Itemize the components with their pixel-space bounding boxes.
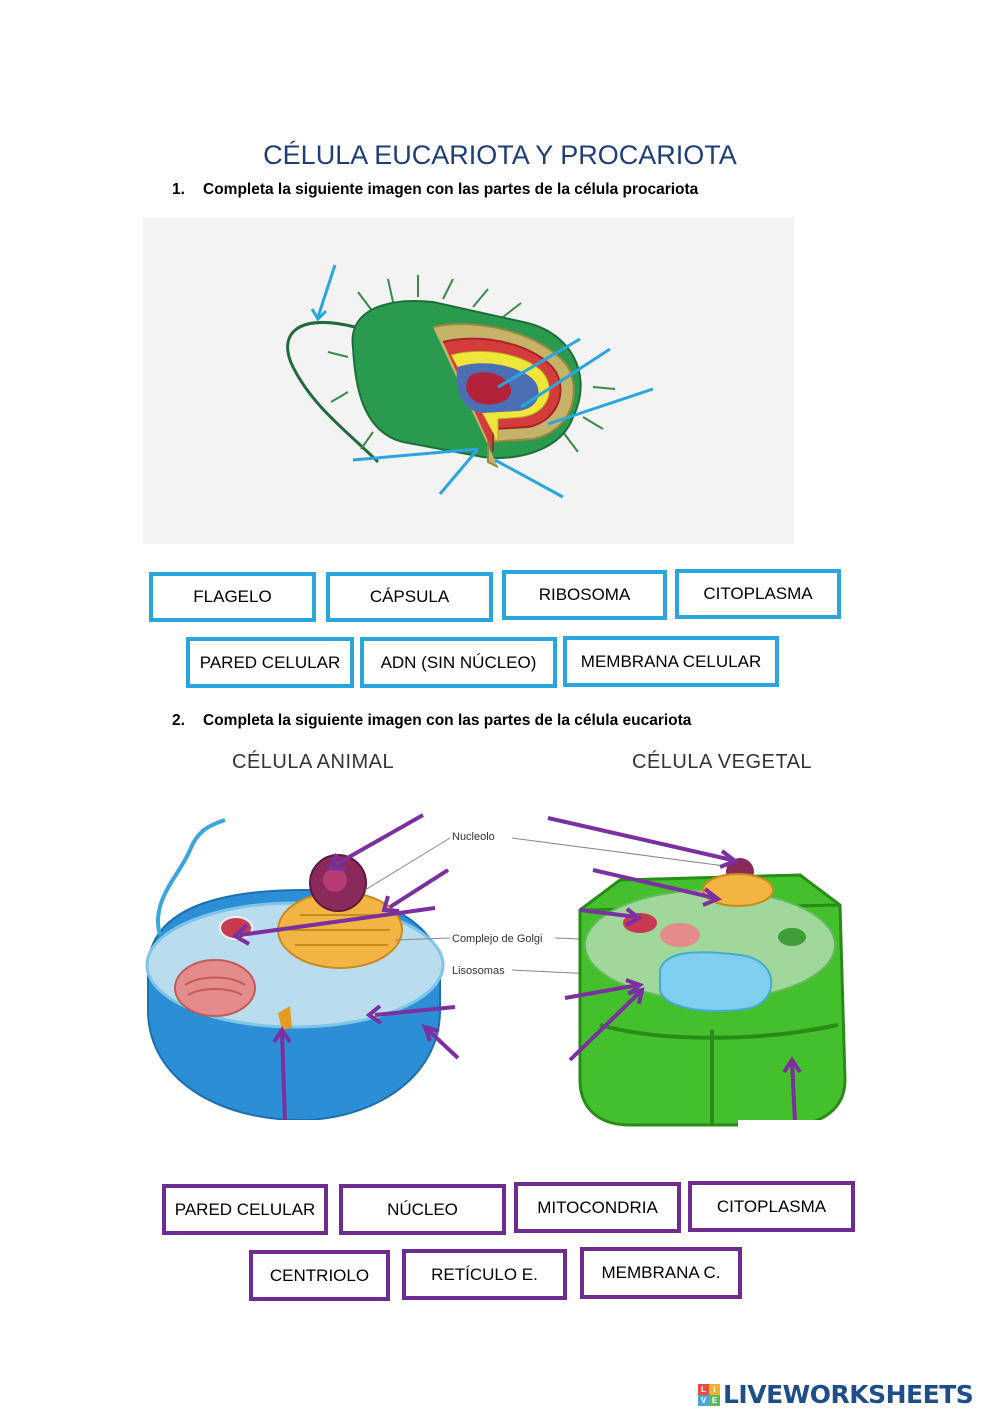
page-title: CÉLULA EUCARIOTA Y PROCARIOTA xyxy=(263,140,737,170)
question-2-number: 2. xyxy=(172,712,185,729)
question-2-text: Completa la siguiente imagen con las par… xyxy=(203,712,692,729)
pointer-lines xyxy=(310,264,654,499)
animal-cell xyxy=(145,813,460,1150)
flagellum xyxy=(286,321,380,464)
answer-box-citoplasma-2[interactable]: CITOPLASMA xyxy=(688,1181,855,1232)
diagram-labels: Nucleolo Complejo de Golgi Lisosomas xyxy=(364,831,741,978)
question-1-number: 1. xyxy=(172,181,185,198)
label-lisosomas: Lisosomas xyxy=(452,965,505,977)
prokaryote-image xyxy=(143,217,794,544)
answer-box-capsula[interactable]: CÁPSULA xyxy=(326,572,493,622)
plant-cell-title: CÉLULA VEGETAL xyxy=(632,751,813,773)
liveworksheets-brand: LIVEWORKSHEETS xyxy=(723,1380,974,1409)
answer-box-mitocondria[interactable]: MITOCONDRIA xyxy=(514,1182,681,1233)
eukaryote-diagram: Nucleolo Complejo de Golgi Lisosomas xyxy=(145,813,852,1150)
answer-box-reticulo[interactable]: RETÍCULO E. xyxy=(402,1249,567,1300)
answer-box-flagelo[interactable]: FLAGELO xyxy=(149,572,316,622)
question-2: 2. Completa la siguiente imagen con las p… xyxy=(172,712,691,730)
question-1-text: Completa la siguiente imagen con las par… xyxy=(203,181,699,198)
bacteria-diagram xyxy=(286,264,654,499)
answer-box-pared-celular[interactable]: PARED CELULAR xyxy=(186,637,354,688)
answer-box-membrana-celular[interactable]: MEMBRANA CELULAR xyxy=(563,636,779,687)
animal-cell-title: CÉLULA ANIMAL xyxy=(232,751,395,773)
plant-cell xyxy=(547,816,852,1150)
question-1: 1. Completa la siguiente imagen con las p… xyxy=(172,181,698,199)
answer-box-adn[interactable]: ADN (SIN NÚCLEO) xyxy=(360,637,557,688)
answer-box-ribosoma[interactable]: RIBOSOMA xyxy=(502,570,667,620)
answer-box-centriolo[interactable]: CENTRIOLO xyxy=(249,1250,390,1301)
dna-region xyxy=(466,372,512,405)
pili xyxy=(327,275,616,453)
answer-box-pared-celular-2[interactable]: PARED CELULAR xyxy=(162,1184,328,1235)
label-golgi: Complejo de Golgi xyxy=(452,933,543,945)
label-nucleolo: Nucleolo xyxy=(452,831,495,843)
answer-box-membrana-c[interactable]: MEMBRANA C. xyxy=(580,1247,742,1299)
answer-box-citoplasma[interactable]: CITOPLASMA xyxy=(675,569,841,619)
answer-box-nucleo[interactable]: NÚCLEO xyxy=(339,1184,506,1235)
